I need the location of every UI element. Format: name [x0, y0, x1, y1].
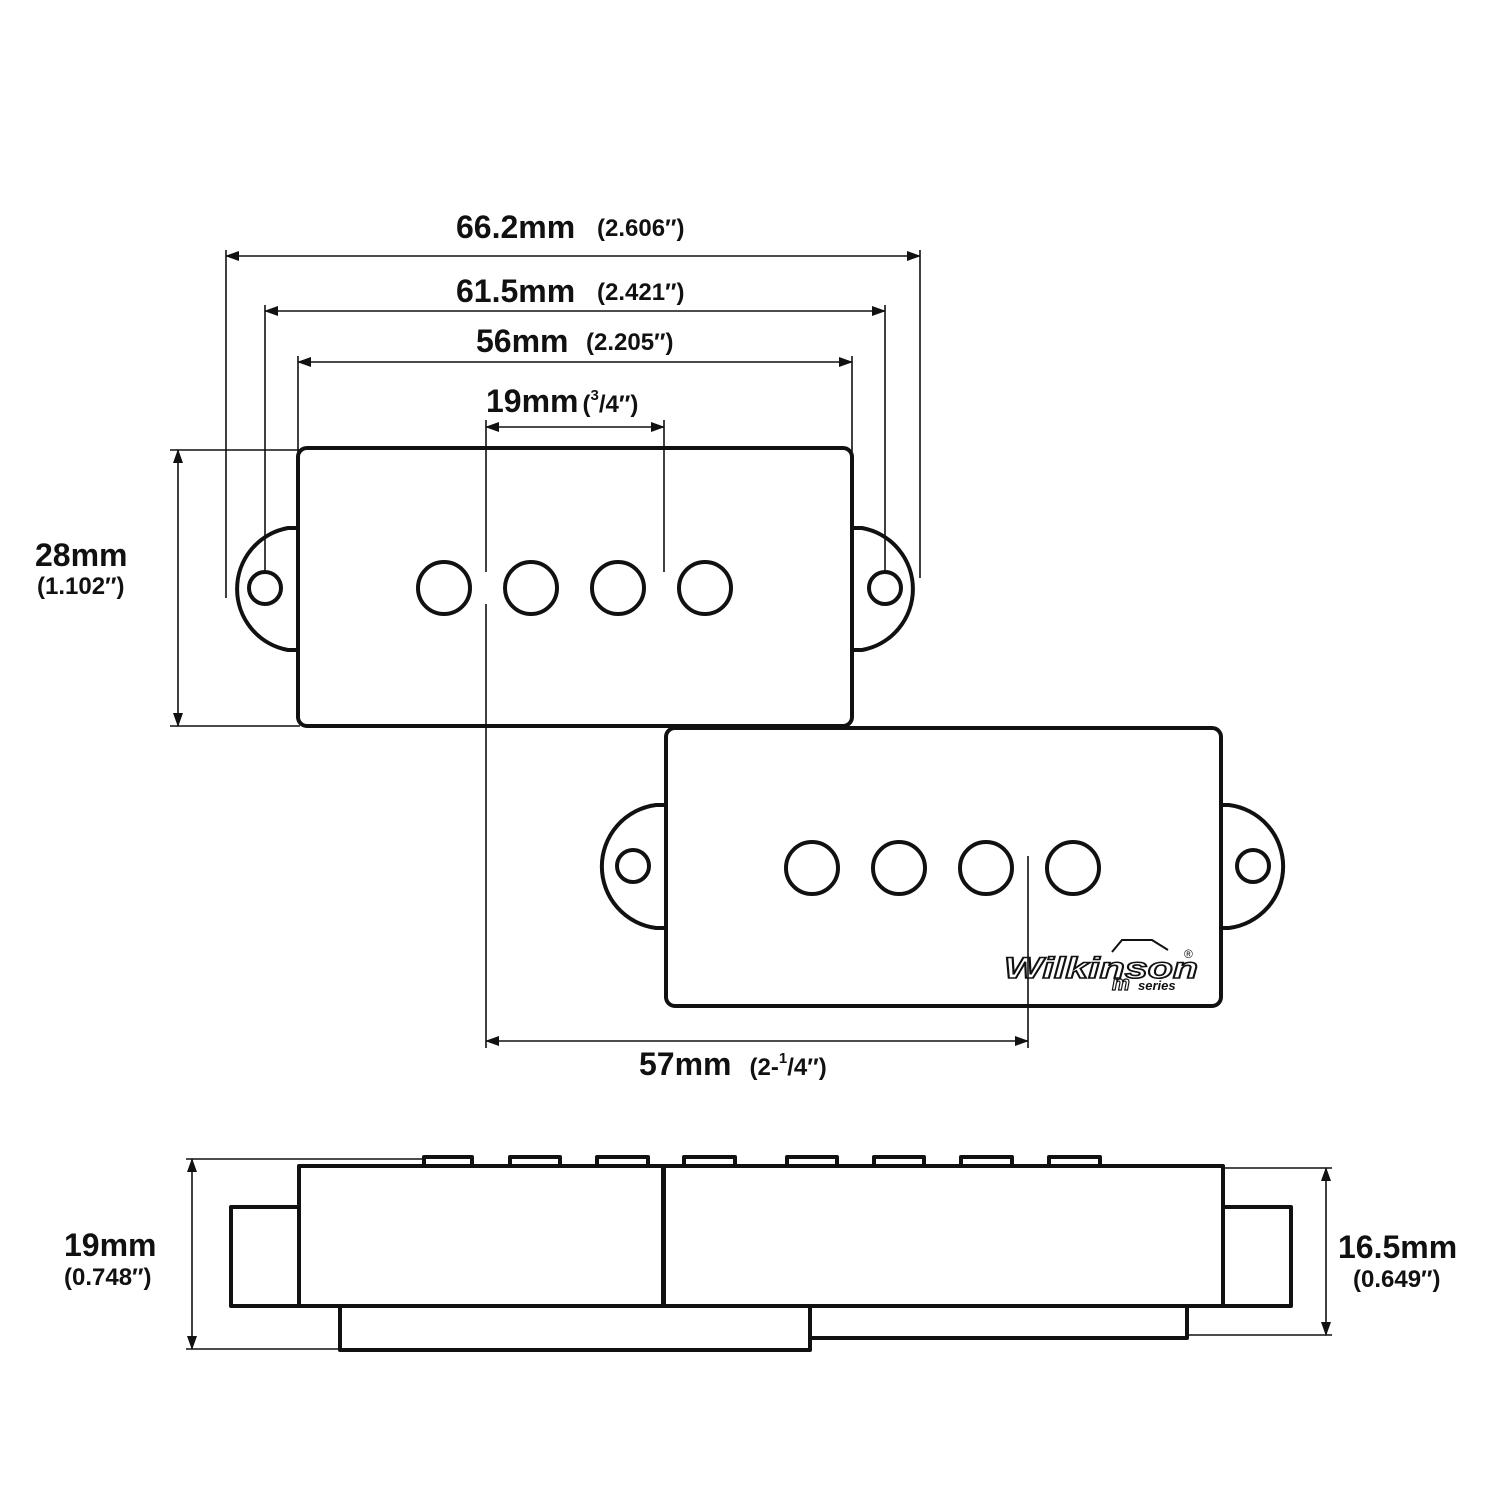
- side-left-cover: [297, 1164, 665, 1308]
- lower-pickup-top-view: Wilkinson ® m series: [599, 726, 1286, 1008]
- label-overall-length-metric: 66.2mm: [456, 209, 575, 245]
- lower-right-mounting-hole: [1235, 848, 1271, 884]
- label-overall-length-imperial: (2.606″): [597, 215, 685, 242]
- label-cover-length-metric: 56mm: [476, 323, 569, 359]
- label-total-height-metric: 19mm: [64, 1227, 157, 1263]
- logo-registered-mark: ®: [1184, 947, 1193, 961]
- lower-pole-piece-3: [958, 840, 1014, 896]
- side-right-base-plate: [808, 1303, 1189, 1340]
- upper-pickup-top-view: [235, 446, 915, 728]
- logo-brand: Wilkinson: [1004, 952, 1198, 985]
- label-cover-length-imperial: (2.205″): [586, 329, 674, 356]
- lower-pole-piece-1: [784, 840, 840, 896]
- side-left-ear: [229, 1205, 303, 1308]
- side-view: [229, 1155, 1293, 1352]
- width-dimension-lines: [170, 449, 300, 727]
- logo-m-mark: m: [1112, 973, 1130, 995]
- side-right-cover: [662, 1164, 1225, 1308]
- upper-pole-piece-3: [590, 560, 646, 616]
- label-pole-spacing: 19mm(3/4″): [486, 383, 638, 419]
- string-span-dimension-lines: [485, 604, 1029, 1048]
- upper-pole-piece-1: [416, 560, 472, 616]
- wilkinson-logo: Wilkinson ® m series: [1003, 939, 1199, 996]
- logo-series: series: [1138, 978, 1176, 993]
- upper-left-mounting-hole: [247, 570, 283, 606]
- lower-pickup-cover: [664, 726, 1223, 1008]
- upper-pole-piece-2: [503, 560, 559, 616]
- side-right-ear: [1219, 1205, 1293, 1308]
- lower-pole-piece-4: [1045, 840, 1101, 896]
- label-cover-width-imperial: (1.102″): [37, 573, 125, 600]
- label-cover-height-metric: 16.5mm: [1338, 1229, 1457, 1265]
- upper-right-mounting-hole: [867, 570, 903, 606]
- height-dimension-lines: [186, 1158, 1332, 1350]
- label-total-height-imperial: (0.748″): [64, 1264, 152, 1291]
- lower-pole-piece-2: [871, 840, 927, 896]
- label-hole-spacing-imperial: (2.421″): [597, 279, 685, 306]
- label-cover-height-imperial: (0.649″): [1353, 1266, 1441, 1293]
- upper-pickup-cover: [296, 446, 854, 728]
- label-cover-width-metric: 28mm: [35, 537, 128, 573]
- label-string-span: 57mm(2-1/4″): [639, 1046, 827, 1082]
- lower-left-mounting-hole: [615, 848, 651, 884]
- label-hole-spacing-metric: 61.5mm: [456, 273, 575, 309]
- side-left-base-plate: [338, 1303, 812, 1352]
- top-dimension-lines: [225, 250, 921, 598]
- upper-pole-piece-4: [677, 560, 733, 616]
